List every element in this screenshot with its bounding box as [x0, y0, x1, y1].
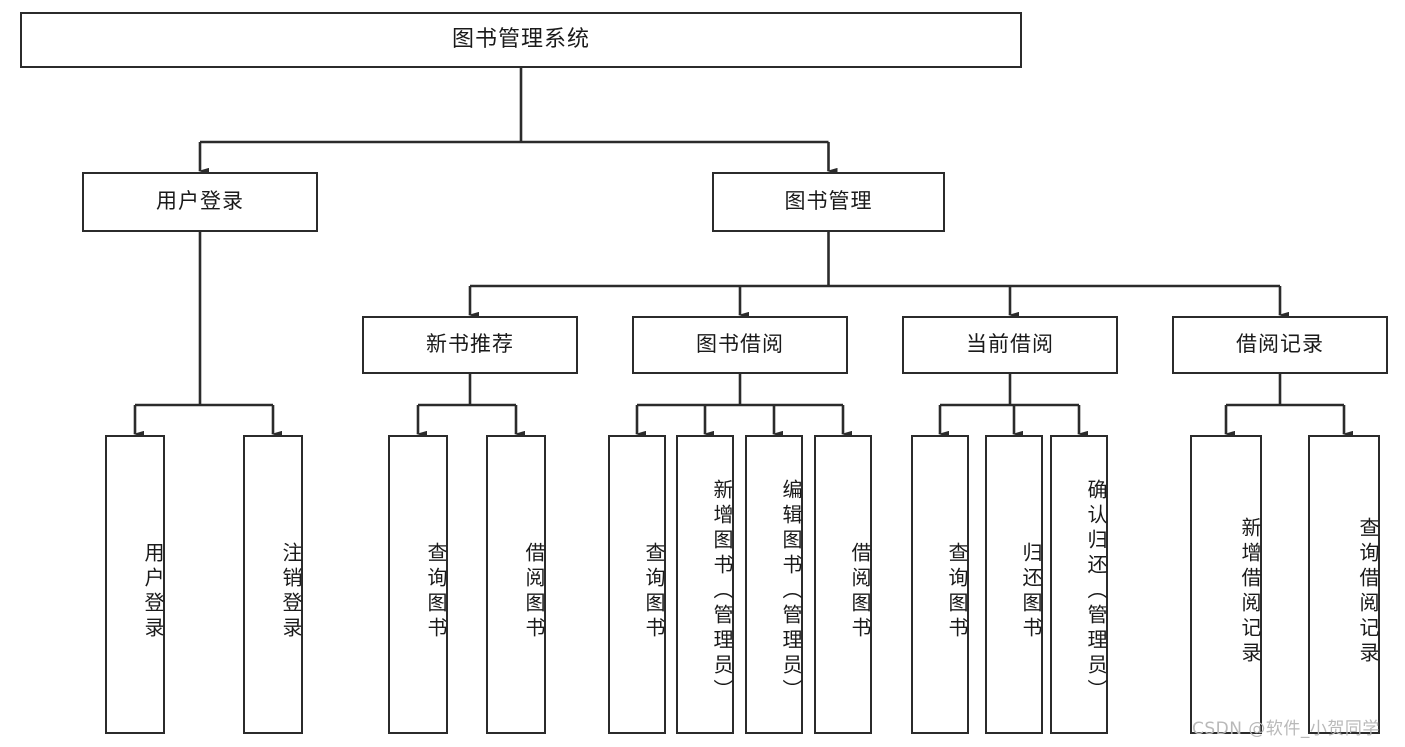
- node-label: 用户登录: [141, 541, 165, 642]
- node-label: 确认归还（管理员）: [1084, 479, 1108, 704]
- node-leaf-query-book-2[interactable]: 查询图书: [608, 435, 666, 734]
- node-label: 新增借阅记录: [1238, 516, 1262, 667]
- node-label: 借阅记录: [1236, 332, 1324, 357]
- node-leaf-user-logout[interactable]: 注销登录: [243, 435, 303, 734]
- node-label: 注销登录: [279, 541, 303, 642]
- node-label: 查询图书: [424, 541, 448, 642]
- node-label: 借阅图书: [522, 541, 546, 642]
- node-leaf-query-borrow-record[interactable]: 查询借阅记录: [1308, 435, 1380, 734]
- node-leaf-borrow-book-2[interactable]: 借阅图书: [814, 435, 872, 734]
- node-user-login[interactable]: 用户登录: [82, 172, 318, 232]
- node-label: 图书管理系统: [451, 26, 590, 52]
- node-leaf-borrow-book-1[interactable]: 借阅图书: [486, 435, 546, 734]
- node-label: 用户登录: [156, 189, 244, 214]
- node-leaf-confirm-return-admin[interactable]: 确认归还（管理员）: [1050, 435, 1108, 734]
- node-book-borrow[interactable]: 图书借阅: [632, 316, 848, 374]
- node-label: 新书推荐: [426, 332, 514, 357]
- node-label: 查询图书: [945, 541, 969, 642]
- node-leaf-add-borrow-record[interactable]: 新增借阅记录: [1190, 435, 1262, 734]
- node-leaf-add-book-admin[interactable]: 新增图书（管理员）: [676, 435, 734, 734]
- node-current-borrow[interactable]: 当前借阅: [902, 316, 1118, 374]
- node-label: 查询借阅记录: [1356, 516, 1380, 667]
- node-leaf-query-book-1[interactable]: 查询图书: [388, 435, 448, 734]
- node-leaf-edit-book-admin[interactable]: 编辑图书（管理员）: [745, 435, 803, 734]
- node-label: 新增图书（管理员）: [710, 479, 734, 704]
- node-label: 查询图书: [642, 541, 666, 642]
- node-leaf-return-book[interactable]: 归还图书: [985, 435, 1043, 734]
- node-new-book-recommend[interactable]: 新书推荐: [362, 316, 578, 374]
- node-label: 图书借阅: [696, 332, 784, 357]
- node-root[interactable]: 图书管理系统: [20, 12, 1022, 68]
- node-label: 借阅图书: [848, 541, 872, 642]
- node-label: 当前借阅: [966, 332, 1054, 357]
- node-label: 归还图书: [1019, 541, 1043, 642]
- node-book-manage[interactable]: 图书管理: [712, 172, 945, 232]
- node-borrow-record[interactable]: 借阅记录: [1172, 316, 1388, 374]
- edge-group: [133, 68, 1354, 438]
- node-label: 图书管理: [784, 189, 873, 214]
- node-label: 编辑图书（管理员）: [779, 479, 803, 704]
- node-leaf-user-login[interactable]: 用户登录: [105, 435, 165, 734]
- node-leaf-query-book-3[interactable]: 查询图书: [911, 435, 969, 734]
